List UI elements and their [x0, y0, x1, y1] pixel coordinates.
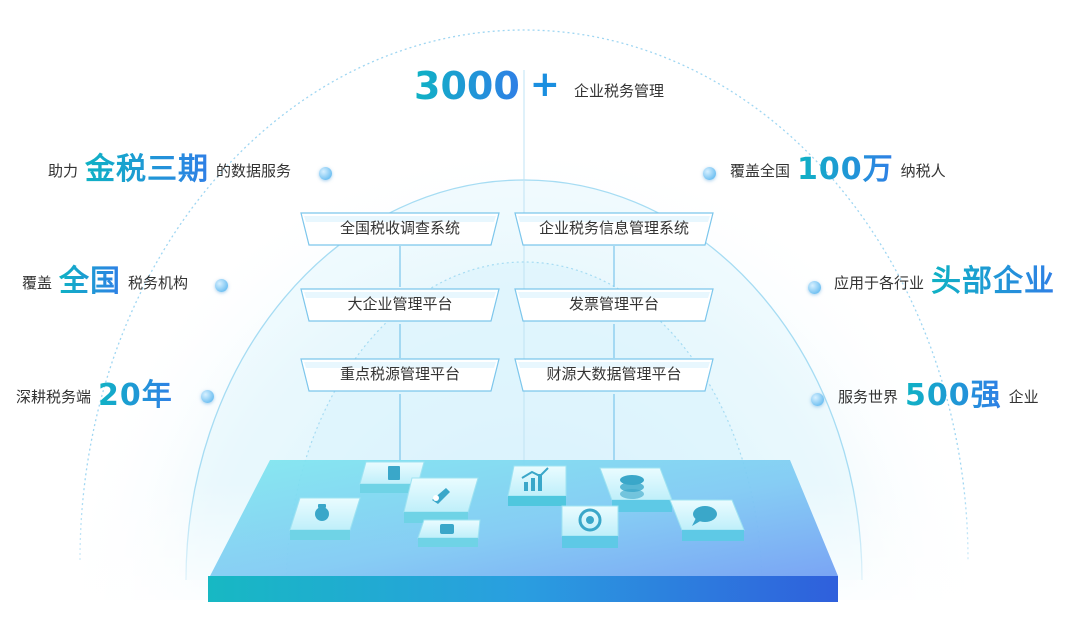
stat-left-2-dot [215, 279, 228, 292]
stat-right-3: 服务世界 500强企业 [838, 376, 1039, 417]
stat-suffix: 纳税人 [900, 162, 946, 180]
system-box-revenue-big-data[interactable]: 财源大数据管理平台 [514, 358, 714, 392]
system-box-invoice[interactable]: 发票管理平台 [514, 288, 714, 322]
scale-icon [440, 524, 454, 534]
platform-front [208, 576, 838, 602]
chat-icon [692, 506, 717, 526]
rocket-icon [432, 488, 450, 504]
stat-highlight: 100万 [797, 152, 894, 187]
stat-top: 3000+ 企业税务管理 [414, 62, 664, 114]
stat-prefix: 应用于各行业 [834, 274, 925, 292]
stat-suffix: 的数据服务 [216, 162, 292, 180]
connector-lines [399, 246, 615, 460]
system-box-national-tax-survey[interactable]: 全国税收调查系统 [300, 212, 500, 246]
chart-tile [507, 465, 567, 506]
stat-left-1-dot [319, 167, 332, 180]
system-box-key-tax-source[interactable]: 重点税源管理平台 [300, 358, 500, 392]
system-box-enterprise-tax-info[interactable]: 企业税务信息管理系统 [514, 212, 714, 246]
tile-icons [315, 466, 717, 534]
stat-left-1: 助力金税三期的数据服务 [48, 150, 291, 191]
chart-icon [521, 467, 549, 491]
stat-left-2: 覆盖全国税务机构 [22, 262, 188, 303]
stat-left-3-dot [201, 390, 214, 403]
stat-prefix: 助力 [48, 162, 79, 180]
stat-suffix: 税务机构 [128, 274, 189, 292]
stat-prefix: 覆盖全国 [730, 162, 791, 180]
system-label: 全国税收调查系统 [339, 219, 460, 237]
coin-stack-icon [620, 475, 644, 499]
stat-highlight: 500强 [905, 378, 1002, 413]
stat-highlight: 金税三期 [85, 152, 210, 187]
stat-right-2-dot [808, 281, 821, 294]
system-label: 企业税务信息管理系统 [538, 219, 689, 237]
stat-suffix: 企业 [1008, 388, 1039, 406]
stat-prefix: 覆盖 [22, 274, 53, 292]
stat-top-value: 3000 [414, 64, 520, 108]
system-label: 发票管理平台 [568, 295, 659, 313]
plus-icon: + [529, 64, 560, 105]
stat-highlight: 头部企业 [931, 264, 1056, 299]
system-box-large-enterprise[interactable]: 大企业管理平台 [300, 288, 500, 322]
stat-highlight: 20年 [98, 378, 173, 413]
stat-left-3: 深耕税务端 20年 [16, 376, 180, 417]
system-label: 大企业管理平台 [347, 295, 453, 313]
seal-icon [578, 508, 602, 532]
stat-prefix: 服务世界 [838, 388, 899, 406]
document-icon [388, 466, 400, 480]
seal-tile [561, 505, 619, 548]
stat-right-3-dot [811, 393, 824, 406]
stat-right-2: 应用于各行业头部企业 [834, 262, 1062, 303]
stat-right-1-dot [703, 167, 716, 180]
stat-top-label: 企业税务管理 [573, 82, 664, 100]
money-bag-icon [315, 504, 329, 521]
stat-right-1: 覆盖全国 100万纳税人 [730, 150, 946, 191]
system-label: 财源大数据管理平台 [546, 365, 682, 383]
system-label: 重点税源管理平台 [339, 365, 460, 383]
stat-prefix: 深耕税务端 [16, 388, 92, 406]
stat-highlight: 全国 [59, 264, 122, 299]
